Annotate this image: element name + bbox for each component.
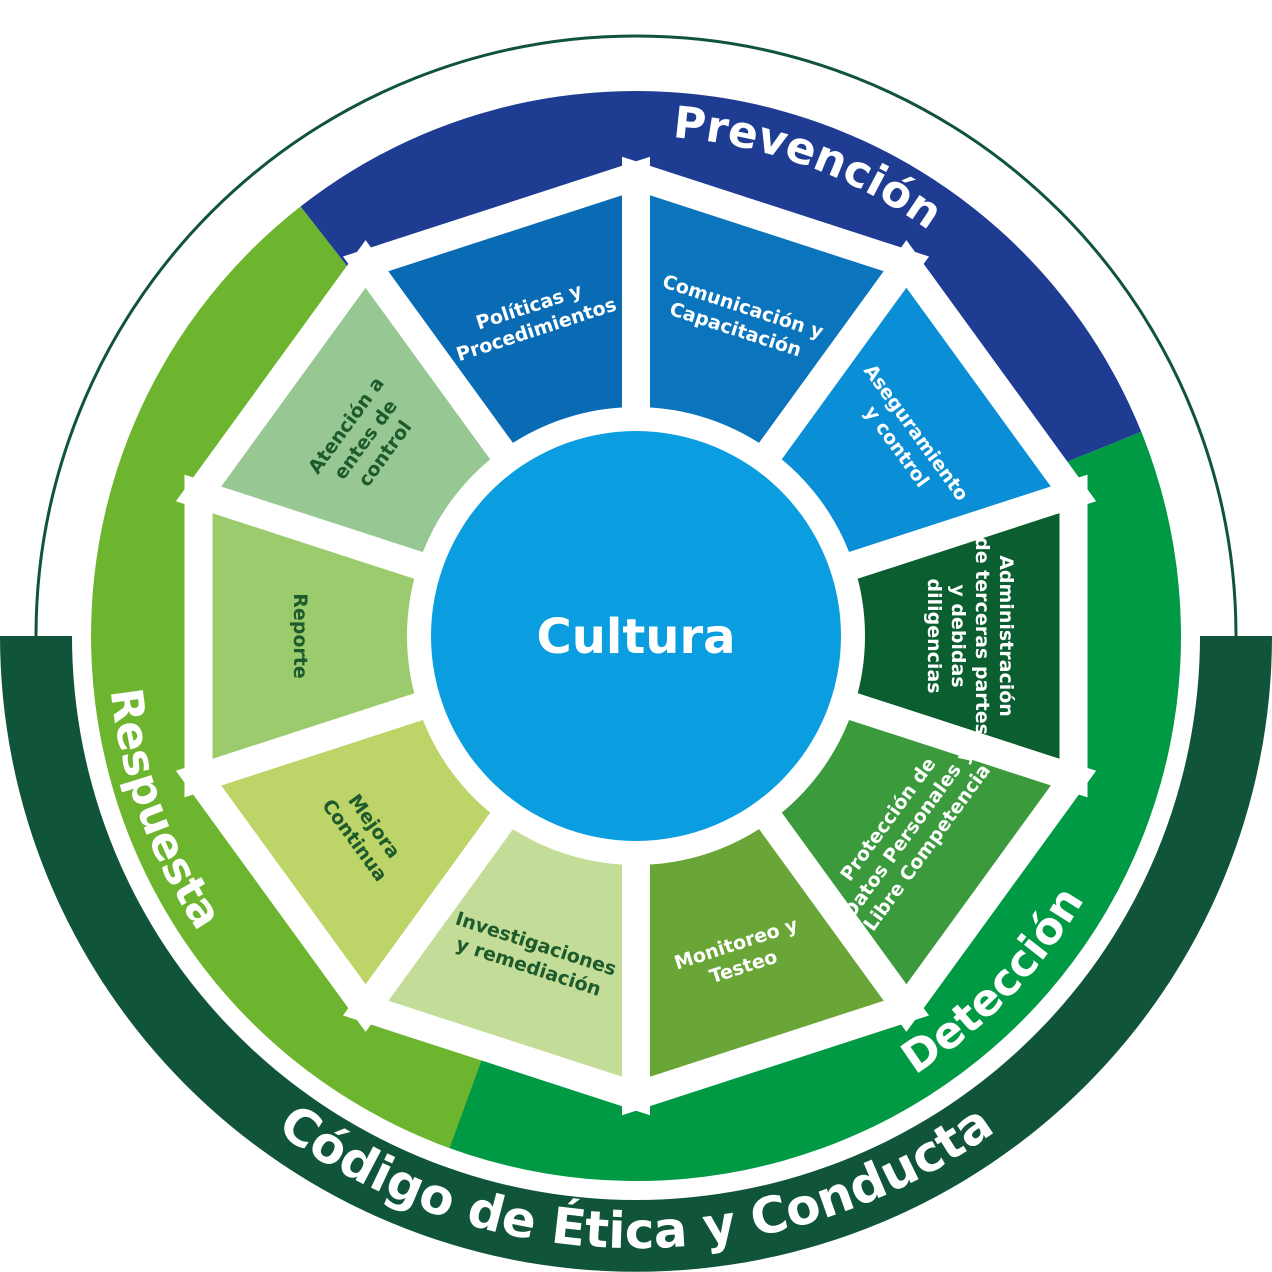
center-circle: [431, 431, 841, 841]
center-label: Cultura: [536, 609, 735, 665]
segment-label-line: diligencias: [923, 578, 945, 693]
detection-band: [431, 431, 1182, 1182]
segment-label-line: Administración: [995, 555, 1017, 717]
response-band: [91, 206, 486, 1149]
outer-circle-line: [34, 34, 1238, 637]
segment-label: Administraciónde terceras partesy debida…: [923, 537, 1017, 735]
prevention-band: [300, 90, 1142, 472]
code-of-ethics-band: [0, 636, 1272, 1272]
segment-label-line: y debidas: [947, 584, 969, 687]
segment-label-line: de terceras partes: [971, 537, 993, 735]
segment-label: Reporte: [289, 593, 311, 679]
segment-label-line: Reporte: [289, 593, 311, 679]
